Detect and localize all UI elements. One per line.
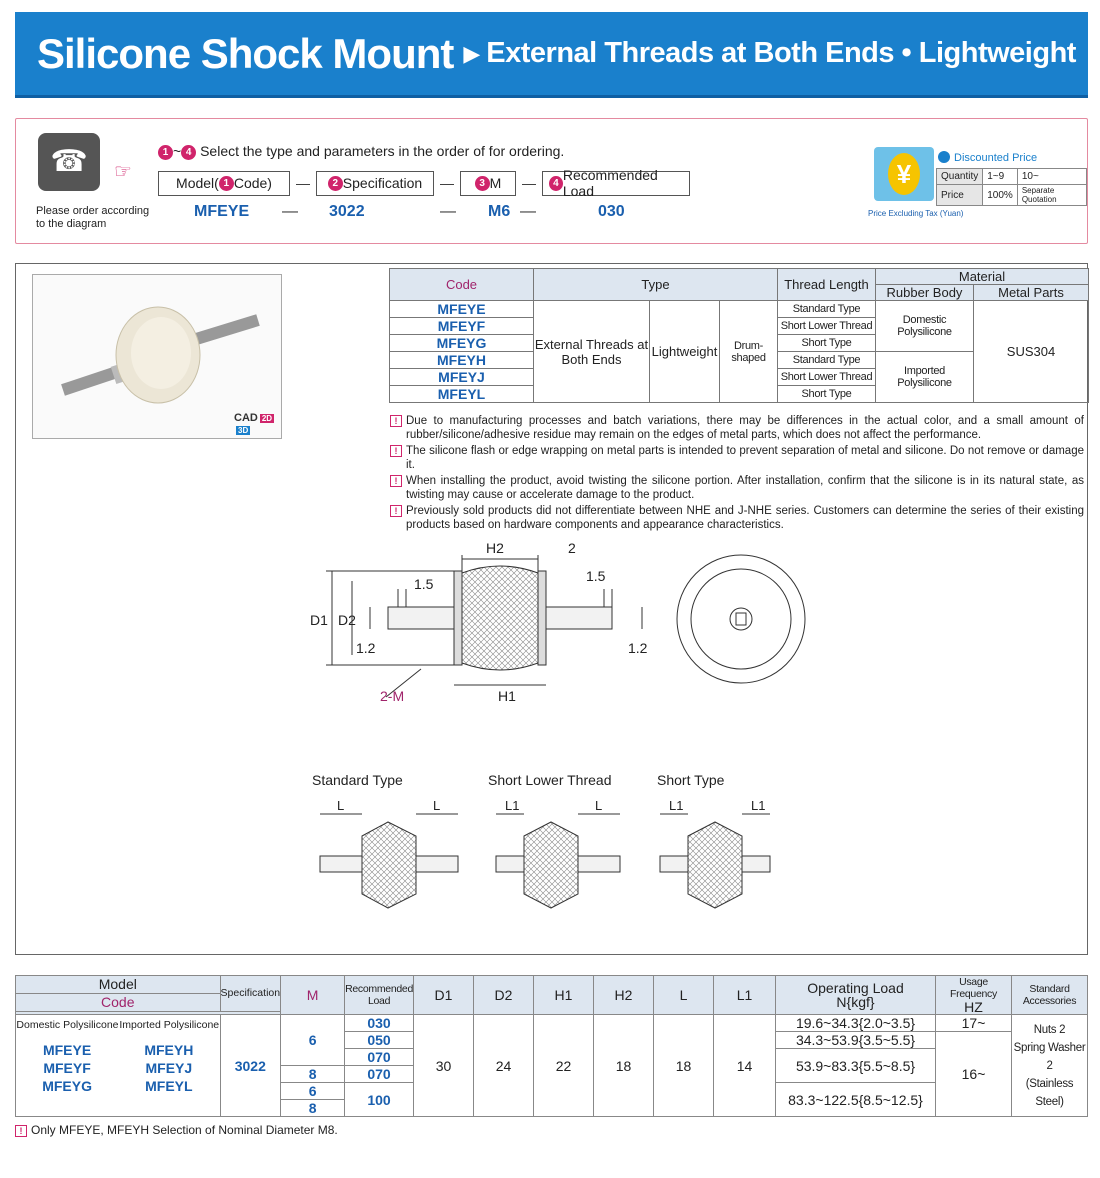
svg-text:1.5: 1.5 — [414, 576, 434, 592]
footnote: !Only MFEYE, MFEYH Selection of Nominal … — [15, 1123, 338, 1137]
pointing-hand-icon: ☞ — [114, 161, 132, 183]
order-note: Please order according to the diagram — [36, 205, 150, 230]
example-spec: 3022 — [329, 203, 365, 220]
code-cell: MFEYG — [389, 334, 534, 352]
svg-text:1.5: 1.5 — [586, 568, 606, 584]
step-instruction: 1~4 Select the type and parameters in th… — [158, 143, 564, 160]
code-cell: MFEYF — [389, 317, 534, 335]
svg-text:1.2: 1.2 — [628, 640, 648, 656]
svg-text:L1: L1 — [669, 798, 683, 813]
note-item: !The silicone flash or edge wrapping on … — [390, 444, 1084, 472]
code-cell: MFEYE — [389, 300, 534, 318]
step-num-icon: 4 — [181, 145, 197, 160]
svg-text:L1: L1 — [751, 798, 765, 813]
warning-icon: ! — [15, 1124, 27, 1137]
warning-icon: ! — [390, 505, 402, 517]
type-label: Standard Type — [312, 772, 403, 788]
product-illustration — [61, 306, 260, 404]
example-load: 030 — [598, 203, 625, 220]
svg-text:H2: H2 — [486, 540, 504, 556]
svg-text:2-M: 2-M — [380, 688, 404, 704]
svg-text:L: L — [337, 798, 344, 813]
type-drawings: L L L1 L L1 L1 — [319, 798, 771, 909]
discounted-price-title: Discounted Price — [938, 151, 1037, 164]
note-item: !When installing the product, avoid twis… — [390, 474, 1084, 502]
svg-text:D1: D1 — [310, 612, 328, 628]
svg-text:L: L — [433, 798, 440, 813]
example-m: M6 — [488, 203, 511, 220]
code-cell: MFEYJ — [389, 368, 534, 386]
notes-list: !Due to manufacturing processes and batc… — [390, 414, 1084, 534]
svg-text:L: L — [595, 798, 602, 813]
phone-24h-icon: ☎ — [38, 133, 100, 191]
warning-icon: ! — [390, 415, 402, 427]
type-label: Short Lower Thread — [488, 772, 612, 788]
dimension-table: Model Specification M Recommended Load D… — [14, 975, 1088, 1117]
warning-icon: ! — [390, 445, 402, 457]
svg-text:1.2: 1.2 — [356, 640, 376, 656]
title-banner: Silicone Shock Mount ▶ External Threads … — [15, 12, 1088, 98]
dimension-drawing: H2 2 D1 D2 1.5 1.5 1.2 1.2 H1 2-M — [310, 540, 806, 704]
svg-text:L1: L1 — [505, 798, 519, 813]
order-guide: ☎ Please order according to the diagram … — [15, 118, 1088, 244]
note-item: !Previously sold products did not differ… — [390, 504, 1084, 532]
type-label: Short Type — [657, 772, 725, 788]
page-title: Silicone Shock Mount — [37, 29, 454, 77]
warning-icon: ! — [390, 475, 402, 487]
svg-text:H1: H1 — [498, 688, 516, 704]
svg-text:D2: D2 — [338, 612, 356, 628]
arrow-icon: ▶ — [463, 40, 481, 66]
code-cell: MFEYH — [389, 351, 534, 369]
price-caption: Price Excluding Tax (Yuan) — [868, 209, 964, 218]
note-item: !Due to manufacturing processes and batc… — [390, 414, 1084, 442]
yen-price-icon: ¥ — [874, 147, 934, 201]
dot-icon — [938, 151, 950, 163]
svg-text:2: 2 — [568, 540, 576, 556]
code-cell: MFEYL — [389, 385, 534, 403]
type-spec-table: Code Type Thread Length Material Rubber … — [389, 268, 1089, 403]
page-subtitle: External Threads at Both Ends • Lightwei… — [486, 37, 1076, 69]
step-num-icon: 1 — [158, 145, 173, 160]
example-code: MFEYE — [194, 203, 250, 220]
